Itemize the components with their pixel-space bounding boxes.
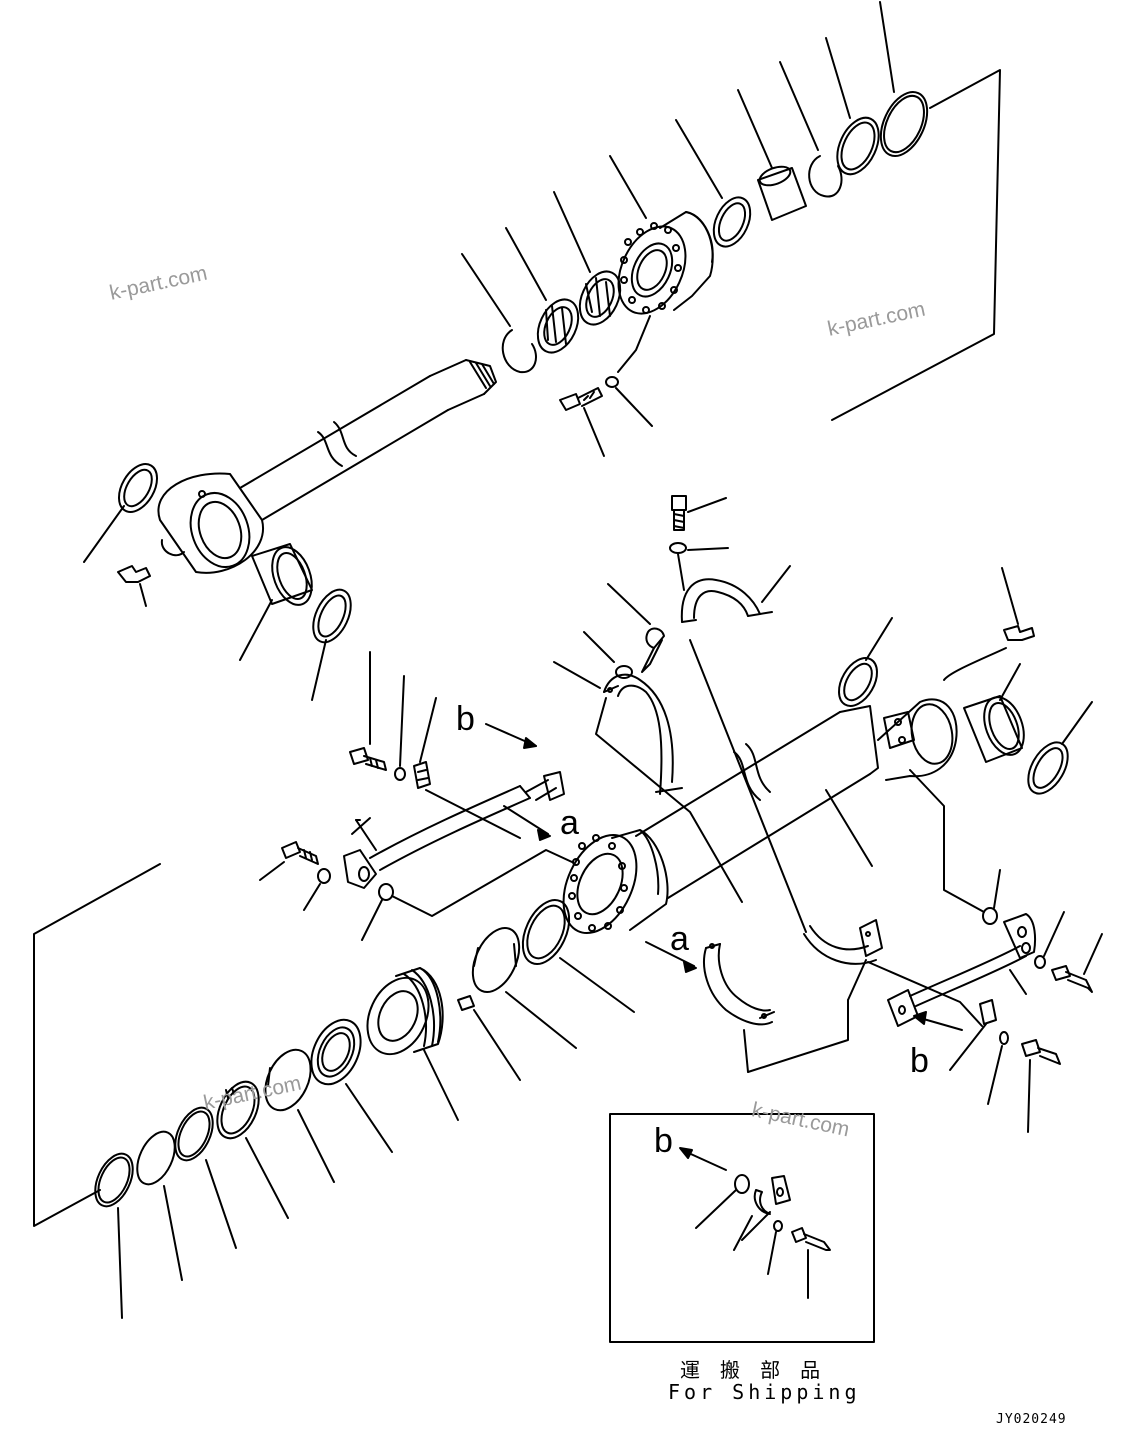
arrow-a-upper — [503, 805, 549, 835]
callout-a-upper: a — [560, 804, 579, 842]
hose-washer-right — [1034, 911, 1065, 969]
clamp-lower-left — [703, 943, 775, 1073]
clip-bolt-right — [1021, 1039, 1061, 1133]
group-bracket-lower — [33, 863, 161, 1227]
tube-grease-fitting — [943, 567, 1035, 681]
clip-bolt — [349, 651, 387, 771]
piston-pin — [457, 995, 521, 1081]
drawing-code: JY020249 — [996, 1412, 1067, 1427]
clamp-mid-band — [553, 661, 743, 903]
head-washer — [605, 376, 653, 427]
clip-washer — [394, 675, 406, 781]
o-ring-lower — [136, 1130, 183, 1281]
clip-washer-right — [987, 1031, 1009, 1105]
cylinder-tube — [562, 698, 958, 935]
piston — [366, 967, 459, 1121]
inset-caption-jp: 運 搬 部 品 — [680, 1358, 825, 1382]
grease-fitting-rod — [117, 565, 151, 607]
piston-seal — [310, 1018, 393, 1153]
back-up-ring — [825, 37, 880, 176]
cylinder-head — [609, 155, 714, 373]
head-o-ring — [675, 119, 752, 248]
shipping-inset-frame — [609, 1113, 875, 1343]
rod-packing — [505, 227, 580, 354]
retaining-ring-lower — [94, 1152, 134, 1319]
back-up-ring-lower — [174, 1106, 237, 1249]
dust-seal — [737, 89, 807, 221]
callout-b-inset: b — [654, 1122, 673, 1160]
clamp-bolt-mid — [607, 583, 665, 673]
hose-washer-left — [303, 868, 331, 911]
tube-bushing — [963, 663, 1025, 763]
callout-b-lower: b — [910, 1042, 929, 1080]
hose-oring-right — [909, 769, 1001, 925]
hose-flange-bolt-left — [259, 841, 319, 881]
slide-ring — [264, 1048, 335, 1183]
leader-hose-flange — [391, 849, 573, 917]
piston-guide-ring — [521, 899, 635, 1013]
piston-rod — [157, 359, 497, 574]
clamp-upper-band — [680, 565, 791, 623]
callout-b-upper: b — [456, 700, 475, 738]
rod-bushing-head — [553, 191, 622, 326]
rod-eye-seal-right — [311, 588, 352, 701]
clamp-bolt-top — [671, 495, 727, 531]
snap-ring-2 — [779, 61, 843, 198]
cushion-ring — [216, 1080, 289, 1219]
clamp-washer-top — [669, 542, 729, 591]
hose-oring-left — [361, 883, 394, 941]
o-ring-large — [879, 1, 929, 157]
rod-bushing — [239, 543, 313, 661]
hose-pipe-left — [343, 771, 565, 889]
arrow-b-lower — [919, 1017, 963, 1031]
rod-eye-seal-left — [83, 463, 159, 563]
callout-a-lower: a — [670, 920, 689, 958]
clamp-washer-mid — [583, 631, 633, 679]
wear-ring — [471, 927, 577, 1049]
inset-caption-en: For Shipping — [668, 1380, 861, 1404]
hose-clip — [413, 697, 521, 839]
snap-ring-1 — [461, 253, 537, 374]
hose-pipe-right — [867, 913, 1036, 1027]
inset-parts — [679, 1147, 831, 1299]
tube-seal-upper — [838, 617, 893, 707]
clip-right — [949, 999, 997, 1071]
head-bolt — [559, 387, 605, 457]
group-bracket-upper — [831, 69, 1001, 421]
tube-seal-lower — [1027, 701, 1093, 795]
hose-flange-bolt-right — [1051, 933, 1103, 993]
